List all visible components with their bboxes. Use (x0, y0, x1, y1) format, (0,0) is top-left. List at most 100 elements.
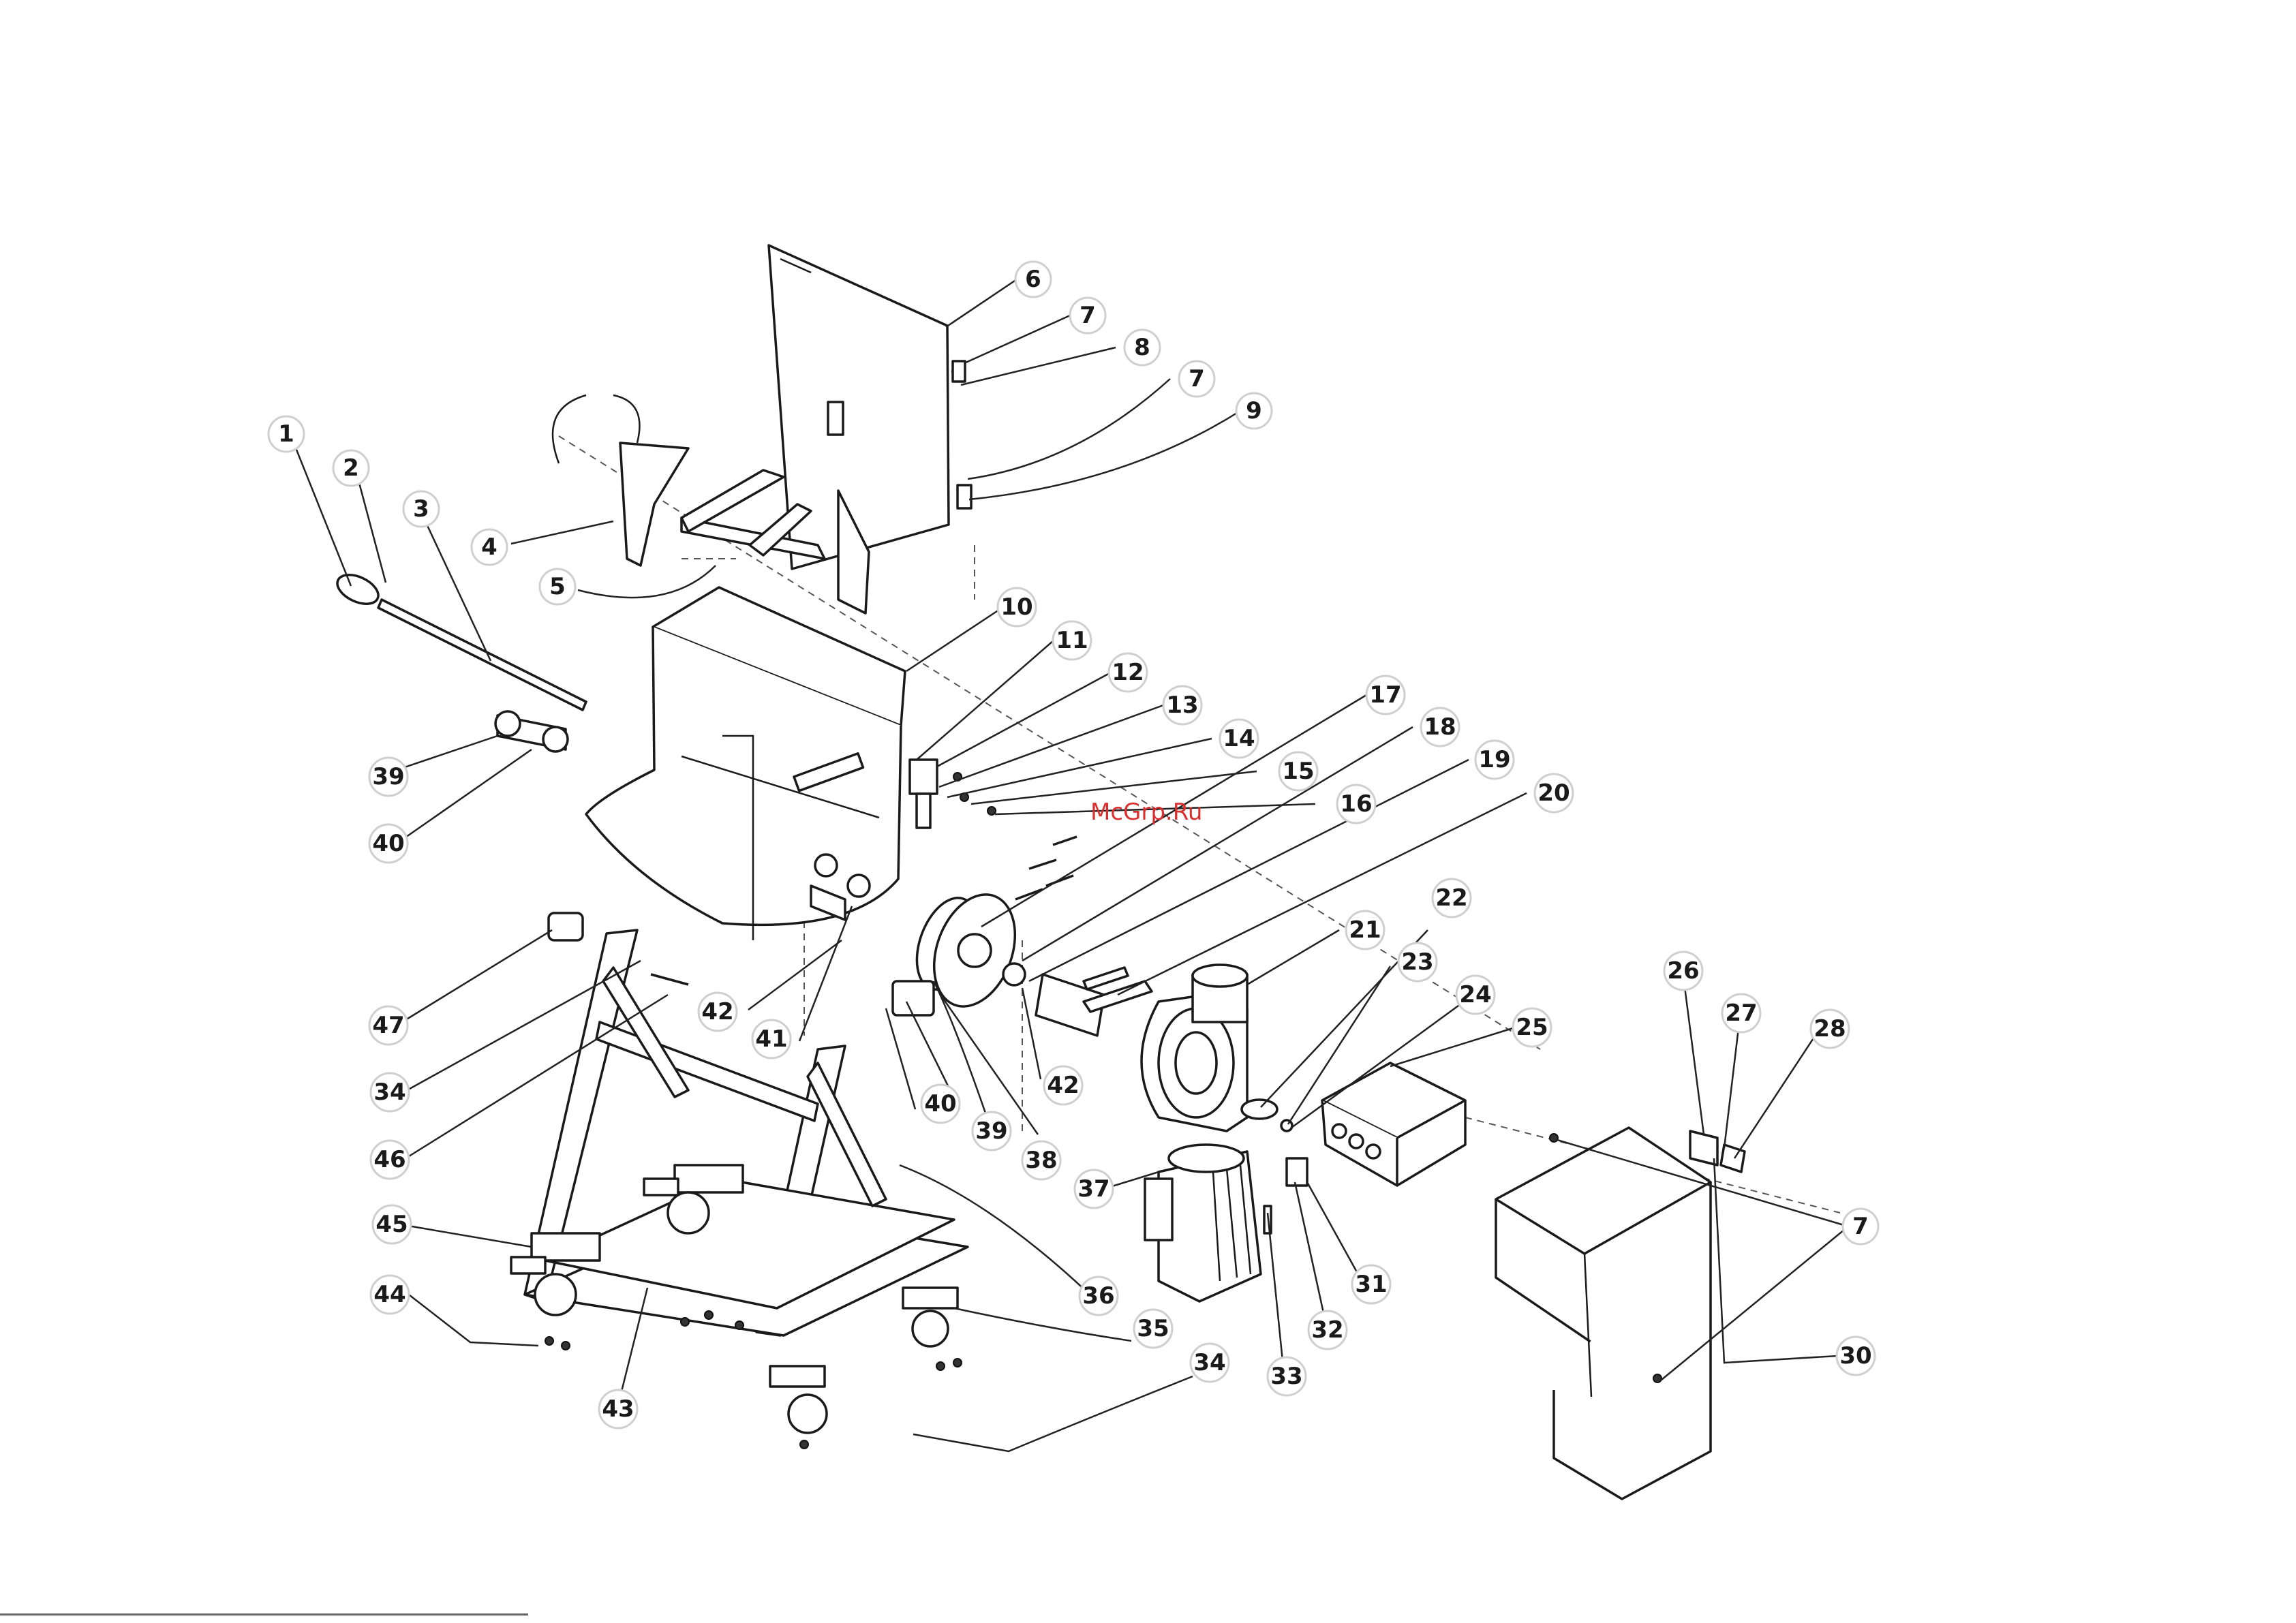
svg-text:11: 11 (1056, 627, 1088, 654)
callout-42b: 42 (1044, 1066, 1082, 1104)
callout-5: 5 (540, 569, 575, 604)
svg-text:7: 7 (1189, 365, 1205, 392)
svg-text:12: 12 (1112, 659, 1144, 686)
callout-24: 24 (1456, 976, 1495, 1014)
svg-text:13: 13 (1166, 692, 1198, 719)
callout-28: 28 (1811, 1010, 1849, 1048)
svg-text:40: 40 (372, 830, 404, 857)
svg-text:26: 26 (1667, 957, 1699, 985)
callout-44: 44 (371, 1276, 409, 1314)
svg-text:44: 44 (373, 1281, 405, 1308)
svg-text:22: 22 (1435, 884, 1467, 912)
callout-7a: 7 (1070, 298, 1105, 333)
callout-26: 26 (1664, 952, 1702, 990)
svg-text:14: 14 (1223, 725, 1255, 752)
callout-40a: 40 (369, 824, 408, 863)
callout-38: 38 (1022, 1141, 1060, 1179)
svg-text:39: 39 (372, 763, 404, 790)
callout-3: 3 (403, 491, 439, 527)
svg-text:5: 5 (549, 573, 566, 600)
watermark-text: McGrp.Ru (1090, 799, 1202, 826)
svg-text:38: 38 (1025, 1147, 1057, 1174)
callout-20: 20 (1535, 774, 1573, 812)
svg-text:28: 28 (1813, 1015, 1846, 1042)
svg-text:10: 10 (1000, 593, 1032, 621)
svg-text:43: 43 (602, 1395, 634, 1423)
svg-text:1: 1 (278, 420, 294, 448)
svg-text:45: 45 (376, 1211, 408, 1238)
callout-32: 32 (1308, 1311, 1347, 1349)
svg-text:8: 8 (1134, 334, 1150, 361)
callout-42a: 42 (699, 993, 737, 1031)
svg-text:17: 17 (1369, 681, 1401, 709)
callout-1: 1 (269, 416, 304, 452)
callout-23: 23 (1398, 943, 1437, 981)
callout-34b: 34 (1191, 1344, 1229, 1382)
callout-33: 33 (1268, 1357, 1306, 1395)
svg-text:20: 20 (1537, 779, 1570, 807)
svg-text:35: 35 (1137, 1315, 1169, 1342)
callout-7c: 7 (1843, 1209, 1878, 1244)
svg-text:32: 32 (1311, 1316, 1343, 1344)
callout-6: 6 (1015, 262, 1051, 297)
callout-36: 36 (1080, 1277, 1118, 1315)
svg-text:25: 25 (1516, 1014, 1548, 1041)
callout-34a: 34 (371, 1073, 409, 1111)
callout-41: 41 (752, 1020, 791, 1058)
bearing-bolts (910, 760, 1077, 899)
callout-7b: 7 (1179, 361, 1214, 397)
callout-4: 4 (472, 529, 507, 565)
svg-text:31: 31 (1355, 1271, 1387, 1298)
callout-37: 37 (1075, 1170, 1113, 1208)
callout-labels: 1 2 3 4 5 6 7 8 7 9 10 11 12 13 14 15 16… (269, 262, 1878, 1428)
callout-40b: 40 (921, 1085, 960, 1123)
callout-21: 21 (1346, 911, 1384, 949)
motor (1145, 1145, 1307, 1301)
callout-22: 22 (1433, 879, 1471, 917)
svg-text:30: 30 (1839, 1342, 1871, 1370)
svg-text:6: 6 (1025, 266, 1041, 293)
electrical-box (1322, 1063, 1465, 1186)
svg-text:40: 40 (924, 1090, 956, 1117)
callout-12: 12 (1109, 653, 1147, 692)
callout-27: 27 (1722, 994, 1760, 1032)
callout-11: 11 (1053, 621, 1091, 660)
hopper-tank (586, 587, 905, 940)
leader-lines (290, 279, 1848, 1451)
svg-text:42: 42 (701, 998, 733, 1025)
callout-17: 17 (1366, 676, 1405, 714)
footer-rule (0, 1613, 528, 1616)
svg-text:21: 21 (1349, 916, 1381, 944)
callout-35: 35 (1134, 1310, 1172, 1348)
callout-8: 8 (1124, 330, 1160, 365)
callout-10: 10 (998, 588, 1036, 626)
svg-text:15: 15 (1282, 758, 1314, 785)
svg-text:42: 42 (1047, 1072, 1079, 1099)
svg-text:23: 23 (1401, 948, 1433, 976)
svg-text:47: 47 (372, 1012, 404, 1039)
callout-45: 45 (373, 1205, 411, 1243)
callout-9: 9 (1236, 393, 1272, 429)
svg-text:34: 34 (1193, 1349, 1225, 1376)
svg-text:46: 46 (373, 1146, 405, 1173)
svg-text:7: 7 (1852, 1213, 1869, 1240)
callout-13: 13 (1163, 686, 1201, 724)
svg-text:34: 34 (373, 1079, 405, 1106)
callout-14: 14 (1220, 720, 1258, 758)
svg-text:37: 37 (1077, 1175, 1109, 1203)
svg-text:41: 41 (755, 1025, 787, 1053)
svg-text:7: 7 (1080, 302, 1096, 329)
gearbox (1142, 965, 1292, 1131)
callout-43: 43 (599, 1390, 637, 1428)
svg-text:18: 18 (1424, 713, 1456, 741)
callout-39a: 39 (369, 758, 408, 796)
svg-text:2: 2 (343, 454, 359, 482)
svg-text:9: 9 (1246, 397, 1262, 424)
callout-2: 2 (333, 450, 369, 486)
svg-text:27: 27 (1725, 1000, 1757, 1027)
svg-text:4: 4 (481, 534, 498, 561)
svg-text:19: 19 (1478, 746, 1510, 773)
svg-text:39: 39 (975, 1117, 1007, 1145)
callout-47: 47 (369, 1006, 408, 1045)
